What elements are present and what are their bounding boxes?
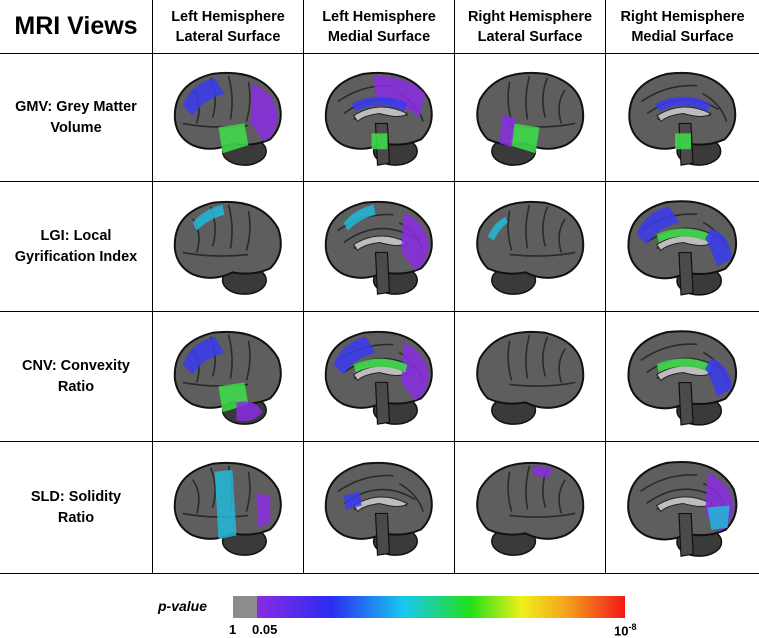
brain-image-cnv-left-lateral <box>152 312 303 442</box>
significance-overlay-cyan-frontal-small <box>487 216 508 241</box>
brain-render <box>324 200 433 295</box>
significance-overlay-blue-cingulate <box>351 96 408 112</box>
significance-overlay-blue-frontal <box>182 336 225 375</box>
significance-overlay-blue-frontal <box>636 206 679 245</box>
column-header-line2: Lateral Surface <box>477 28 583 45</box>
brain-render <box>324 330 433 425</box>
brain-image-cnv-right-medial <box>605 312 759 442</box>
brain-image-lgi-right-lateral <box>454 182 605 312</box>
brain-render <box>173 200 282 295</box>
legend-tick-mid: 0.05 <box>252 622 278 637</box>
row-label-line1: CNV: Convexity <box>22 357 130 374</box>
column-header-line1: Right Hemisphere <box>620 8 745 25</box>
significance-overlay-cyan-occipital <box>707 505 730 530</box>
significance-overlay-cyan-frontal <box>192 204 225 231</box>
column-header-line1: Left Hemisphere <box>322 8 436 25</box>
significance-overlay-blue-occipital <box>705 358 732 397</box>
brain-image-cnv-left-medial <box>303 312 454 442</box>
brain-render <box>476 71 585 166</box>
significance-overlay-blue-cingulate <box>655 96 711 112</box>
legend-tick-left: 1 <box>229 622 237 637</box>
brain-render <box>627 330 738 426</box>
brain-render <box>173 330 282 425</box>
row-label-line1: GMV: Grey Matter <box>15 98 137 115</box>
brain-image-sld-left-medial <box>303 442 454 574</box>
figure-title: MRI Views <box>0 0 152 54</box>
significance-overlay-green-cingulate <box>353 358 408 373</box>
brain-render <box>476 330 585 425</box>
significance-overlay-purple-cerebellum <box>236 401 263 422</box>
column-header-line2: Medial Surface <box>327 28 431 45</box>
row-label-line1: LGI: Local <box>40 227 112 244</box>
brain-render <box>173 461 282 556</box>
brain-render <box>627 200 738 296</box>
p-value-legend: p-value 1 0.05 10-8 <box>0 574 759 638</box>
brain-render <box>173 71 282 166</box>
legend-gray-swatch <box>233 596 257 618</box>
legend-tick-right-exp: -8 <box>628 622 637 632</box>
significance-overlay-green-temporal <box>509 123 540 154</box>
brain-image-cnv-right-lateral <box>454 312 605 442</box>
row-label-line2: Gyrification Index <box>14 248 138 265</box>
legend-tick-right: 10-8 <box>614 622 636 638</box>
brain-render <box>627 461 738 557</box>
legend-colorbar <box>257 596 625 618</box>
significance-overlay-cyan-frontal <box>343 204 376 231</box>
column-header-line1: Right Hemisphere <box>467 8 593 25</box>
significance-overlay-purple-occipital <box>250 83 279 142</box>
brain-render <box>324 71 433 166</box>
brain-image-lgi-left-lateral <box>152 182 303 312</box>
row-label-sld: SLD: Solidity Ratio <box>0 442 152 574</box>
legend-label: p-value <box>158 598 208 614</box>
row-label-line2: Volume <box>50 119 102 136</box>
row-label-line1: SLD: Solidity <box>30 488 122 505</box>
significance-overlay-purple-occipital <box>401 342 430 401</box>
brain-image-gmv-left-lateral <box>152 54 303 182</box>
row-label-cnv: CNV: Convexity Ratio <box>0 312 152 442</box>
brain-render <box>476 461 585 556</box>
brain-image-sld-right-lateral <box>454 442 605 574</box>
brain-image-gmv-left-medial <box>303 54 454 182</box>
significance-overlay-purple-occipital <box>401 212 430 271</box>
brain-render <box>324 461 433 556</box>
brain-image-sld-right-medial <box>605 442 759 574</box>
significance-overlay-green-cingulate <box>656 228 712 243</box>
brain-render <box>628 71 737 166</box>
significance-overlay-green-cingulate <box>656 358 712 373</box>
significance-overlay-cyan-central <box>214 469 237 540</box>
significance-overlay-blue-frontal <box>182 77 225 116</box>
brain-image-lgi-left-medial <box>303 182 454 312</box>
row-label-line2: Ratio <box>57 378 95 395</box>
significance-overlay-purple-frontal <box>256 493 271 528</box>
significance-overlay-green-brainstem <box>675 133 691 150</box>
column-header-line2: Medial Surface <box>631 28 734 45</box>
significance-overlay-green-brainstem <box>371 133 388 150</box>
significance-overlay-blue-frontal <box>333 336 376 375</box>
column-header-line2: Lateral Surface <box>175 28 281 45</box>
brain-image-gmv-right-lateral <box>454 54 605 182</box>
row-label-lgi: LGI: Local Gyrification Index <box>0 182 152 312</box>
row-label-gmv: GMV: Grey Matter Volume <box>0 54 152 182</box>
significance-overlay-green-temporal <box>218 123 249 154</box>
significance-overlay-purple-temporal <box>499 115 516 148</box>
brain-image-lgi-right-medial <box>605 182 759 312</box>
brain-image-gmv-right-medial <box>605 54 759 182</box>
column-header-line1: Left Hemisphere <box>171 8 285 25</box>
legend-tick-right-base: 10 <box>614 623 629 638</box>
brain-render <box>476 200 585 295</box>
significance-overlay-blue-frontal-small <box>343 491 362 510</box>
significance-overlay-blue-occipital <box>705 228 732 267</box>
significance-overlay-purple-medial-frontal <box>373 75 426 118</box>
brain-image-sld-left-lateral <box>152 442 303 574</box>
row-label-line2: Ratio <box>57 509 95 526</box>
significance-overlay-purple-parietal-small <box>533 465 552 478</box>
